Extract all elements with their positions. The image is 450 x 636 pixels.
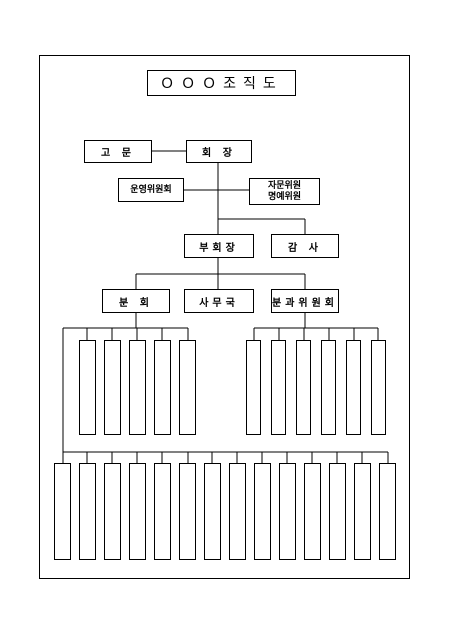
node-consulting-committee: 자문위원 명예위원 (249, 178, 320, 205)
blank-box (279, 463, 296, 560)
blank-box (379, 463, 396, 560)
blank-box (54, 463, 71, 560)
blank-box (229, 463, 246, 560)
blank-box (179, 340, 196, 435)
node-auditor: 감 사 (271, 234, 339, 258)
blank-box (246, 340, 261, 435)
blank-box (371, 340, 386, 435)
diagram-frame (39, 55, 410, 579)
blank-box (271, 340, 286, 435)
blank-box (304, 463, 321, 560)
blank-box (154, 340, 171, 435)
node-vice-chairman: 부회장 (184, 234, 254, 258)
blank-box (354, 463, 371, 560)
blank-box (154, 463, 171, 560)
node-branch: 분 회 (102, 289, 170, 313)
blank-box (346, 340, 361, 435)
blank-box (179, 463, 196, 560)
blank-box (204, 463, 221, 560)
node-advisor: 고 문 (84, 140, 152, 163)
node-subcommittee: 분과위원회 (271, 289, 339, 313)
blank-box (321, 340, 336, 435)
blank-box (104, 463, 121, 560)
blank-box (296, 340, 311, 435)
blank-box (79, 463, 96, 560)
blank-box (129, 340, 146, 435)
blank-box (79, 340, 96, 435)
node-secretariat: 사무국 (184, 289, 254, 313)
blank-box (129, 463, 146, 560)
blank-box (329, 463, 346, 560)
node-chairman: 회 장 (186, 140, 252, 163)
blank-box (254, 463, 271, 560)
blank-box (104, 340, 121, 435)
diagram-title: ＯＯＯ조직도 (147, 70, 296, 96)
node-operating-committee: 운영위원회 (118, 178, 184, 202)
